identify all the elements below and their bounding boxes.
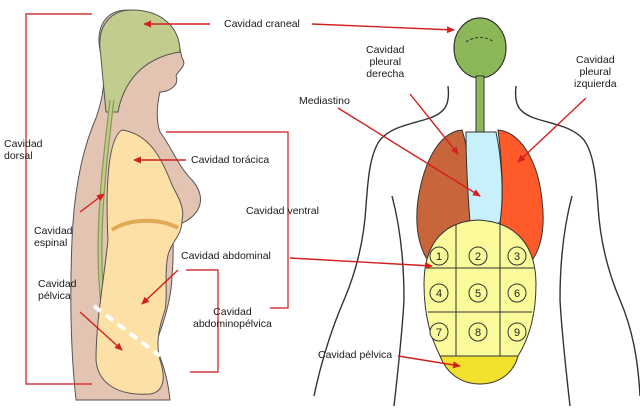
region-number-4: 4 <box>436 288 442 300</box>
region-number-9: 9 <box>514 327 520 339</box>
region-number-6: 6 <box>514 288 520 300</box>
label-cavidad-espinal: Cavidad espinal <box>34 225 73 249</box>
pelvic-region <box>440 356 518 384</box>
arrow-pleural-izquierda <box>518 98 586 162</box>
label-cavidad-dorsal: Cavidad dorsal <box>4 138 43 162</box>
region-number-5: 5 <box>475 288 481 300</box>
label-cavidad-pleural-derecha: Cavidad pleural derecha <box>366 44 405 80</box>
label-cavidad-craneal: Cavidad craneal <box>224 18 300 30</box>
frontal-cranial-cavity <box>454 18 506 78</box>
region-number-1: 1 <box>436 251 442 263</box>
label-cavidad-abdominopelvica: Cavidad abdominopélvica <box>193 306 272 330</box>
region-number-8: 8 <box>475 327 481 339</box>
label-cavidad-pleural-izquierda: Cavidad pleural izquierda <box>574 54 617 90</box>
mediastino-region <box>466 132 502 228</box>
label-cavidad-ventral: Cavidad ventral <box>246 205 319 217</box>
region-number-2: 2 <box>475 251 481 263</box>
label-cavidad-pelvica-right: Cavidad pélvica <box>318 349 392 361</box>
label-cavidad-abdominal: Cavidad abdominal <box>181 250 271 262</box>
arrow-craneal-right <box>312 24 454 30</box>
region-number-7: 7 <box>436 327 442 339</box>
arrow-pleural-derecha <box>410 94 458 154</box>
region-number-3: 3 <box>514 251 520 263</box>
label-mediastino: Mediastino <box>299 95 350 107</box>
arrow-abdominal-right <box>290 258 432 266</box>
frontal-spinal-cord <box>476 76 484 134</box>
region-number-circles: 1 2 3 4 5 6 7 8 9 <box>430 247 526 341</box>
label-cavidad-toracica: Cavidad torácica <box>191 154 269 166</box>
label-cavidad-pelvica-left: Cavidad pélvica <box>38 278 77 302</box>
